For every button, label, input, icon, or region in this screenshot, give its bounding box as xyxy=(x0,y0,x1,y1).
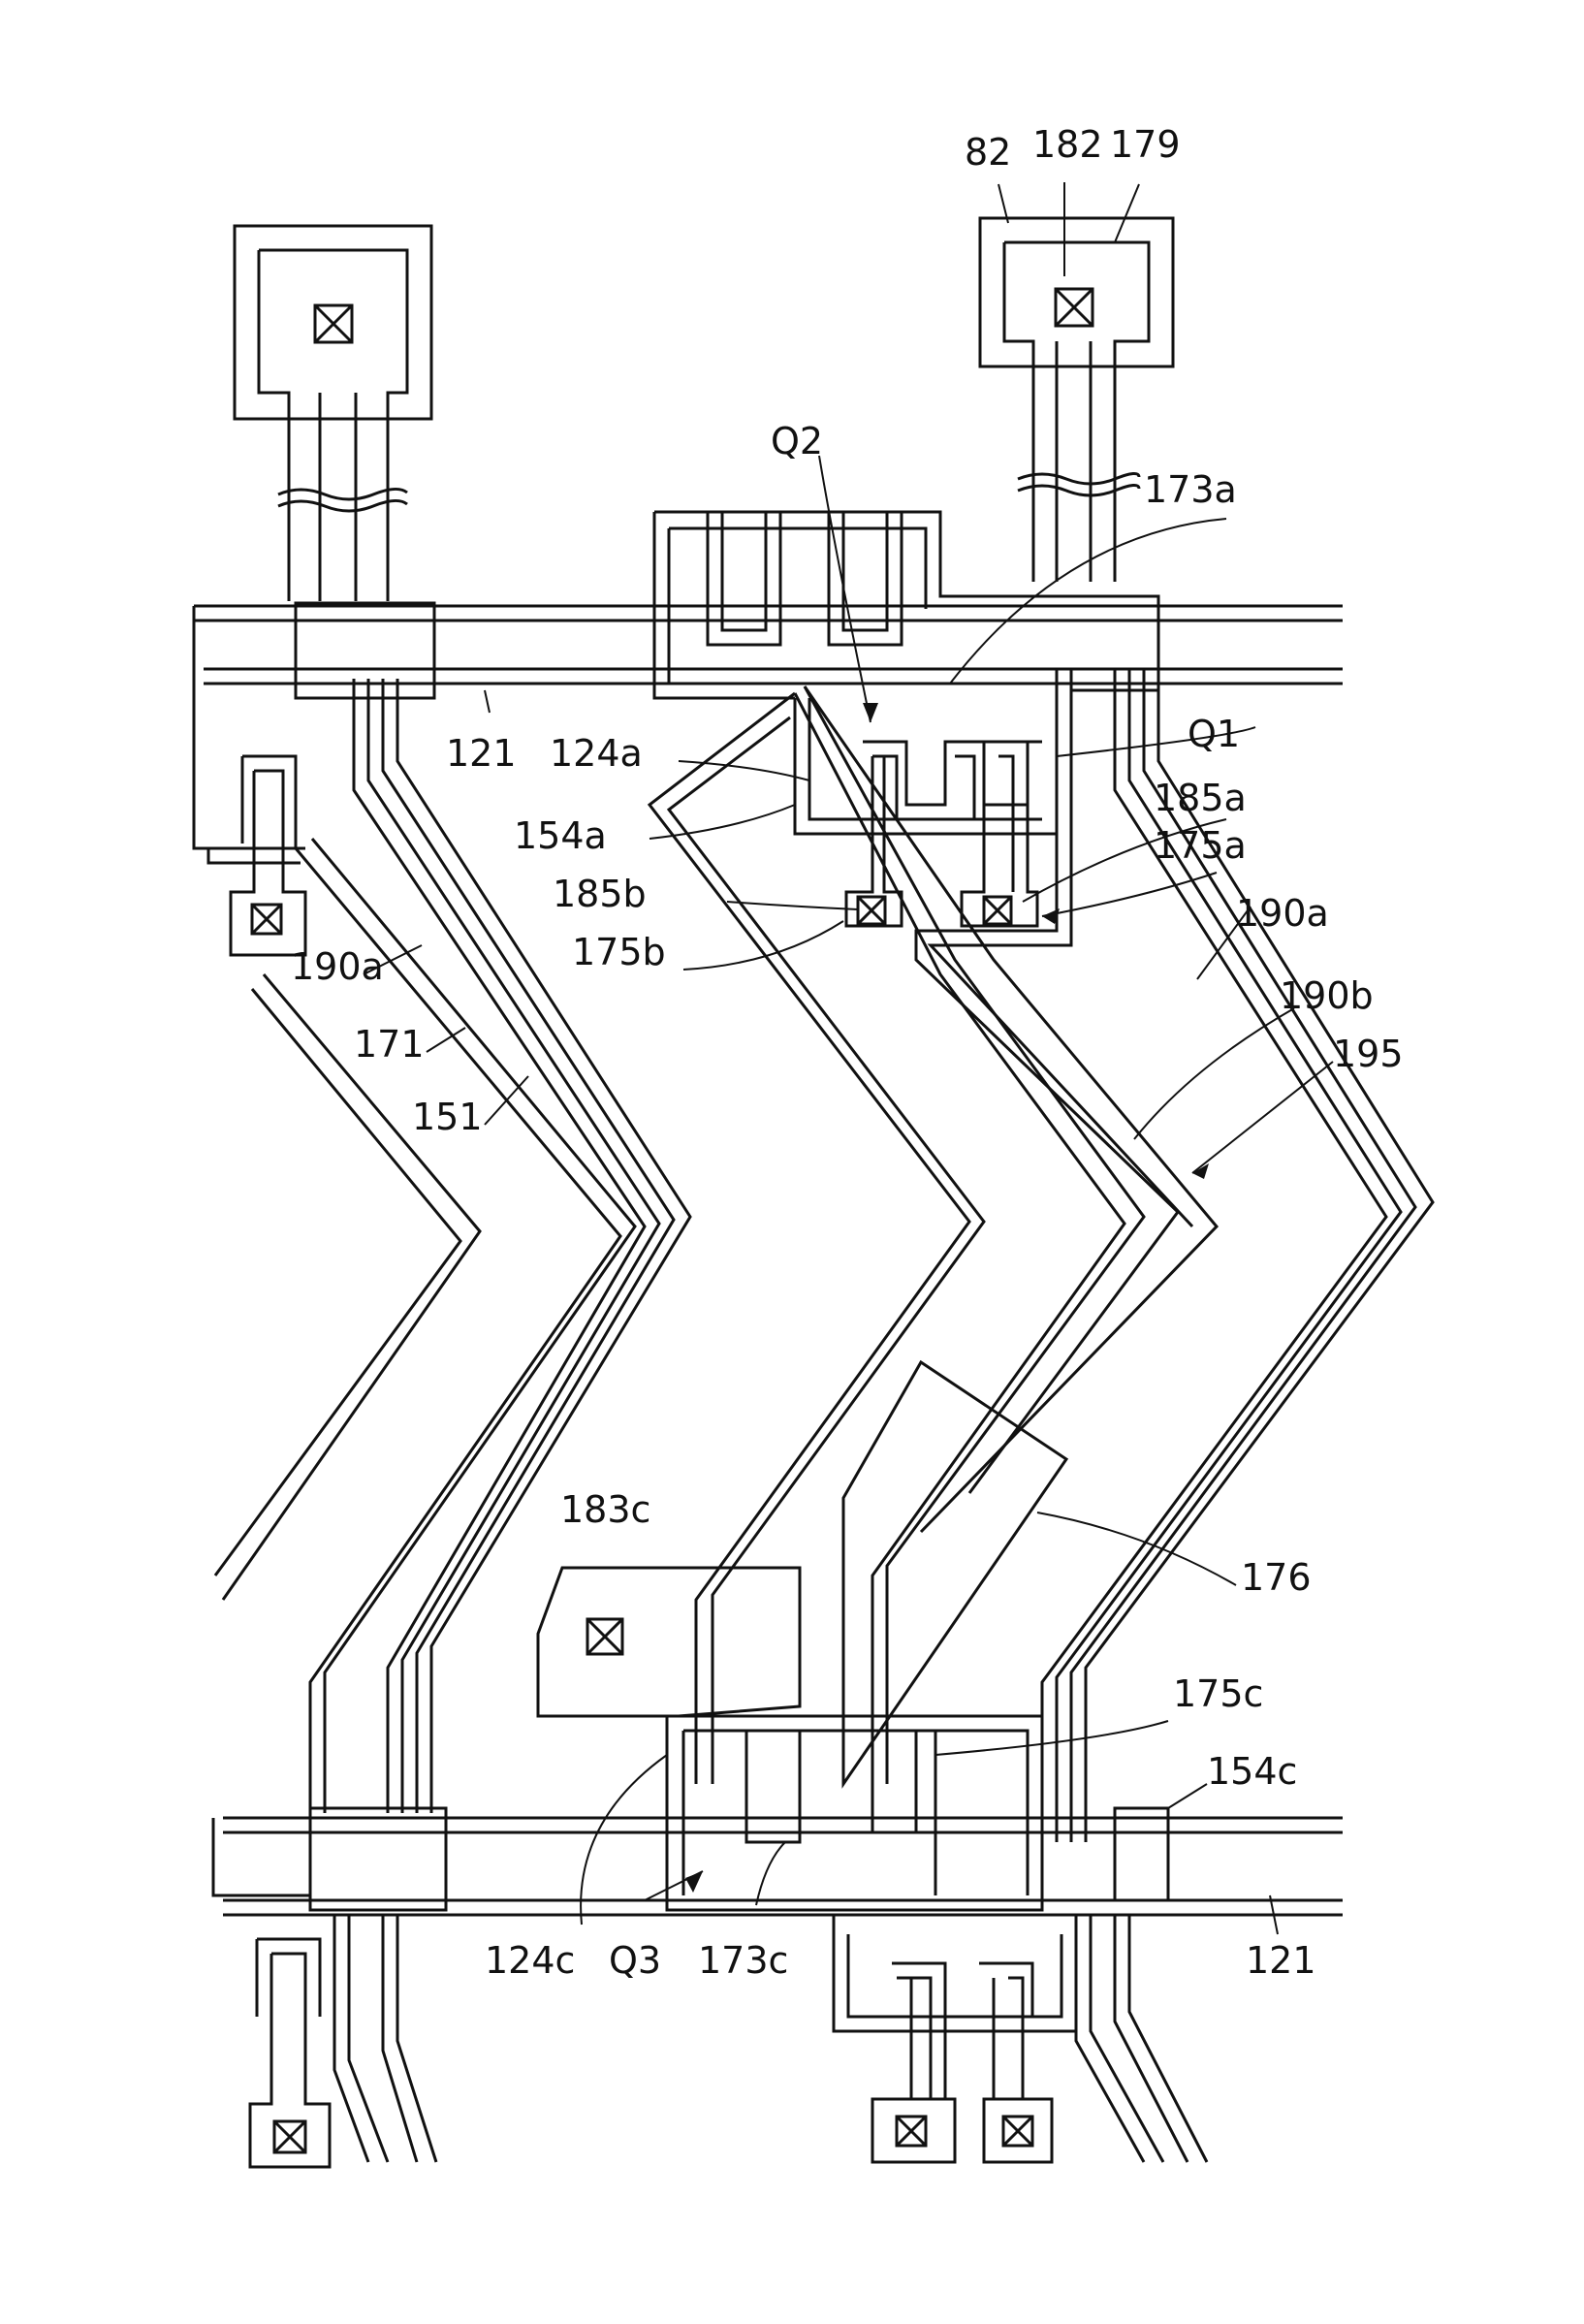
label-Q1: Q1 xyxy=(1188,713,1240,755)
contact-hole-icon xyxy=(984,897,1011,924)
label-Q3: Q3 xyxy=(609,1939,661,1982)
label-121-bottom: 121 xyxy=(1246,1939,1316,1982)
label-154a: 154a xyxy=(514,814,607,857)
label-82: 82 xyxy=(965,131,1011,174)
gate-line-bottom xyxy=(213,1716,1343,1915)
label-175c: 175c xyxy=(1173,1672,1263,1715)
arrowhead-icon xyxy=(863,703,878,722)
label-190a-left: 190a xyxy=(291,945,384,988)
label-175a: 175a xyxy=(1154,824,1247,867)
contact-hole-icon xyxy=(274,2121,305,2152)
contact-hole-icon xyxy=(1056,289,1093,326)
label-185a: 185a xyxy=(1154,777,1247,819)
label-182: 182 xyxy=(1032,123,1103,166)
label-173c: 173c xyxy=(698,1939,788,1982)
pad-top-right xyxy=(980,218,1173,582)
break-mark xyxy=(1018,485,1139,495)
label-175b: 175b xyxy=(572,931,666,973)
break-mark xyxy=(1018,473,1139,484)
storage-electrode-176 xyxy=(843,1362,1066,1784)
label-185b: 185b xyxy=(553,873,647,915)
label-151: 151 xyxy=(412,1096,483,1138)
label-190b: 190b xyxy=(1280,974,1374,1017)
label-154c: 154c xyxy=(1207,1750,1297,1793)
label-Q2: Q2 xyxy=(771,420,823,462)
label-190a-right: 190a xyxy=(1236,892,1329,935)
contact-hole-icon xyxy=(1003,2117,1032,2146)
contact-hole-icon xyxy=(315,305,352,342)
arrowhead-icon xyxy=(685,1871,703,1893)
pad-183c xyxy=(538,1568,800,1716)
contact-hole-icon xyxy=(897,2117,926,2146)
pixel-electrode-left xyxy=(649,686,1217,1784)
label-176: 176 xyxy=(1241,1556,1312,1599)
transistor-q1-q2 xyxy=(795,669,1057,926)
label-121-top: 121 xyxy=(446,732,517,775)
pad-top-left xyxy=(235,226,431,601)
label-173a: 173a xyxy=(1144,468,1237,511)
contact-hole-icon xyxy=(252,905,281,934)
label-171: 171 xyxy=(354,1023,425,1066)
contact-hole-icon xyxy=(587,1619,622,1654)
leader-lines xyxy=(364,182,1333,1934)
label-179: 179 xyxy=(1110,123,1181,166)
contact-hole-icon xyxy=(858,897,885,924)
reference-labels: 82 182 179 Q2 173a Q1 121 124a 154a 185a… xyxy=(291,123,1404,1982)
label-124a: 124a xyxy=(550,732,643,775)
label-124c: 124c xyxy=(485,1939,575,1982)
label-195: 195 xyxy=(1333,1033,1404,1075)
label-183c: 183c xyxy=(560,1488,650,1531)
